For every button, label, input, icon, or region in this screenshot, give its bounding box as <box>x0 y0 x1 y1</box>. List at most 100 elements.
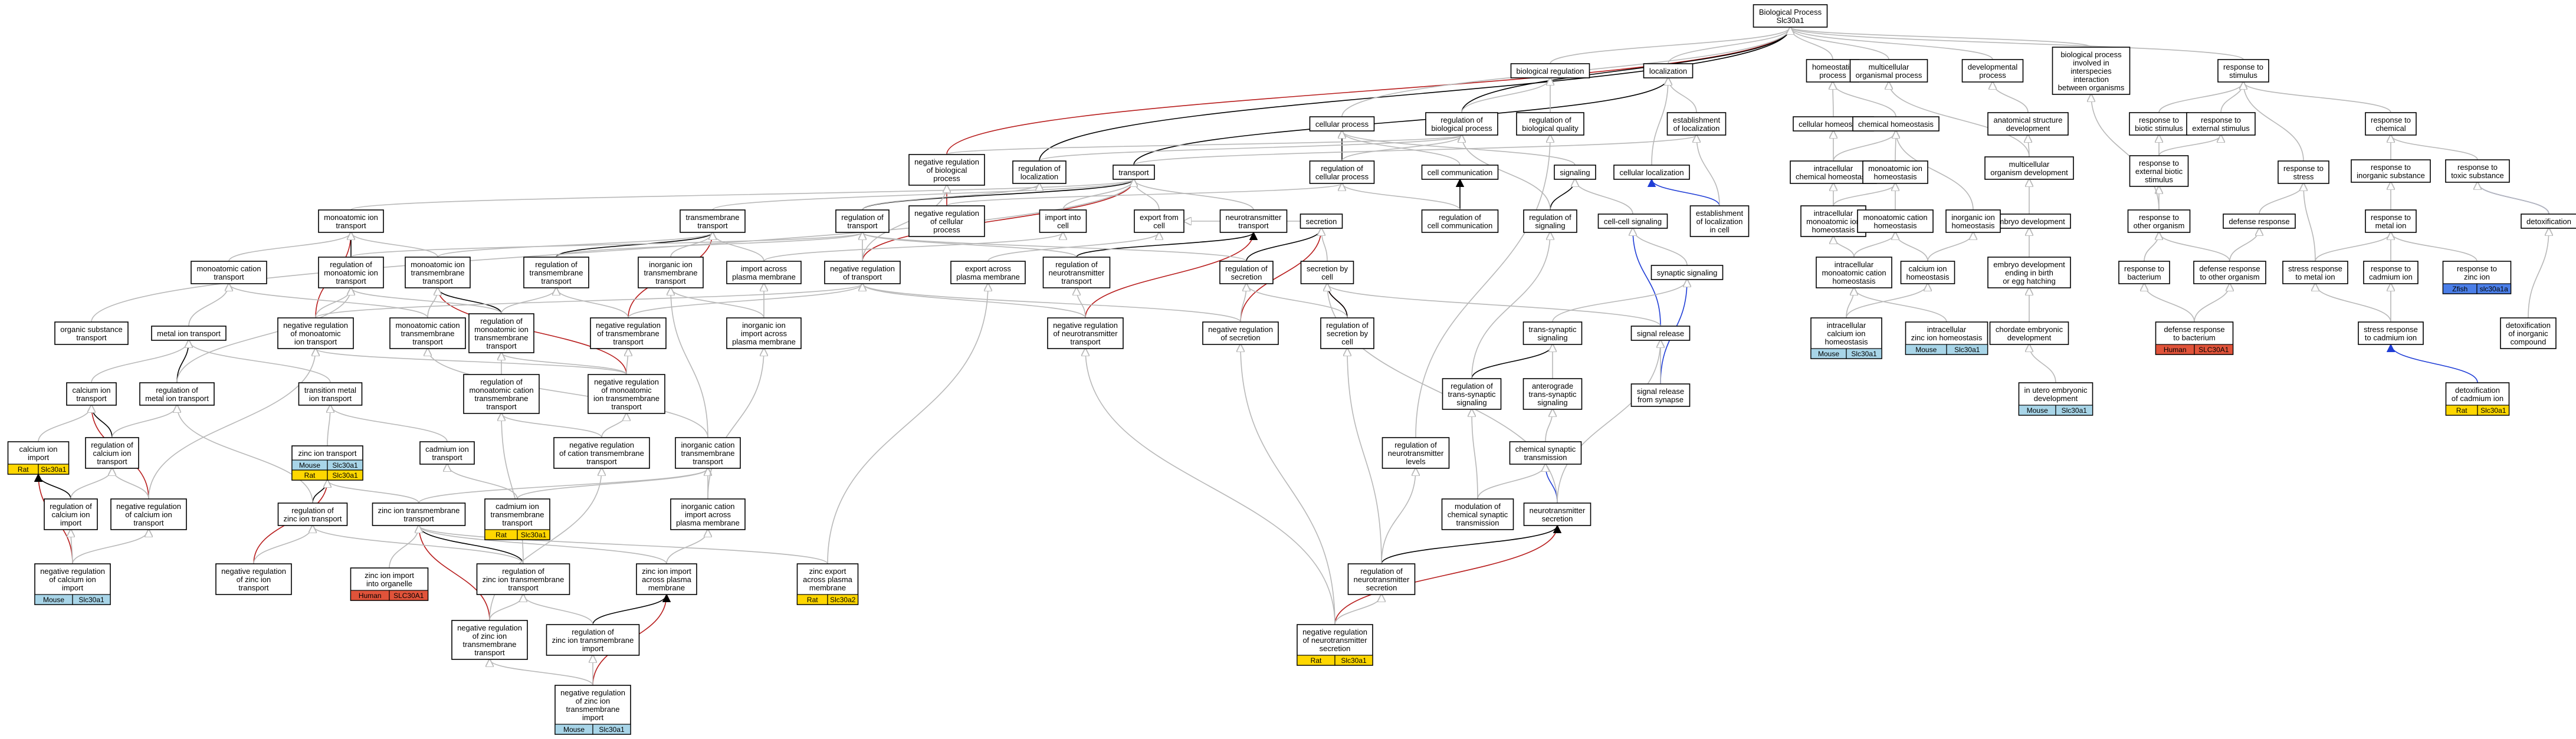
go-term-metaliontrans[interactable]: metal ion transport <box>151 326 227 341</box>
go-term-signalrelease[interactable]: signal release <box>1630 326 1691 341</box>
go-term-transport[interactable]: transport <box>1113 165 1155 180</box>
go-term-localization[interactable]: localization <box>1643 63 1694 78</box>
go-term-chemhomeo[interactable]: chemical homeostasis <box>1852 116 1940 132</box>
go-term-secretion[interactable]: secretion <box>1300 214 1343 229</box>
go-term-signaling[interactable]: signaling <box>1554 165 1596 180</box>
go-term-embdev[interactable]: embryo development <box>1987 214 2071 229</box>
go-term-cellproc[interactable]: cellular process <box>1309 116 1375 132</box>
go-term-defresp[interactable]: defense response <box>2223 214 2296 229</box>
go-term-cellcellsig[interactable]: cell-cell signaling <box>1597 214 1668 229</box>
go-term-bioreg[interactable]: biological regulation <box>1510 63 1590 78</box>
go-term-cellcomm[interactable]: cell communication <box>1421 165 1499 180</box>
go-term-cellloc[interactable]: cellular localization <box>1613 165 1690 180</box>
go-term-detox[interactable]: detoxification <box>2521 214 2576 229</box>
